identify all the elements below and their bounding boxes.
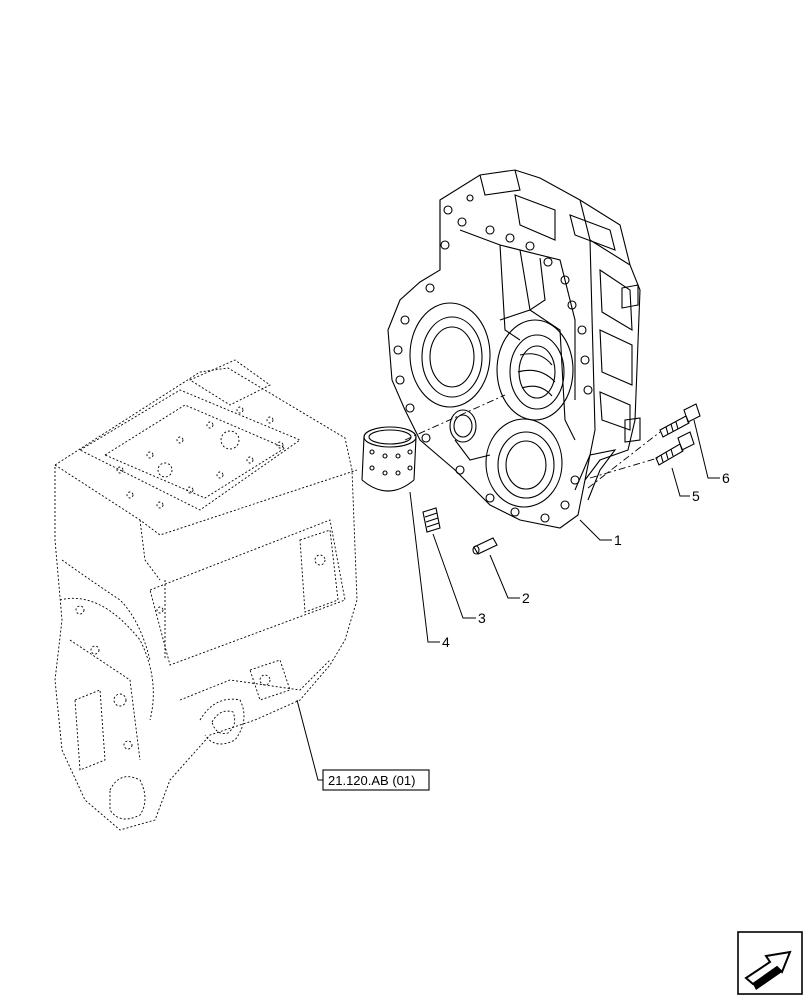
callout-5: 5 [692, 488, 700, 504]
bolt-part-6 [659, 403, 701, 438]
reference-link[interactable]: 21.120.AB (01) [322, 769, 430, 791]
dowel-pin-part-2 [472, 537, 498, 555]
callout-4: 4 [442, 634, 450, 650]
bushing-part-4 [361, 426, 417, 492]
gear-housing-part-1 [387, 169, 641, 529]
callout-1: 1 [614, 532, 622, 548]
callout-6: 6 [722, 470, 730, 486]
bolt-part-5 [655, 431, 695, 466]
leader-lines [296, 419, 720, 781]
transmission-housing-outline [54, 359, 358, 831]
arrow-box-icon[interactable] [737, 931, 803, 995]
assembly-axis-lines [404, 394, 661, 489]
callout-3: 3 [478, 610, 486, 626]
threaded-plug-part-3 [422, 507, 441, 533]
callout-2: 2 [522, 590, 530, 606]
reference-label[interactable]: 21.120.AB (01) [328, 773, 415, 788]
